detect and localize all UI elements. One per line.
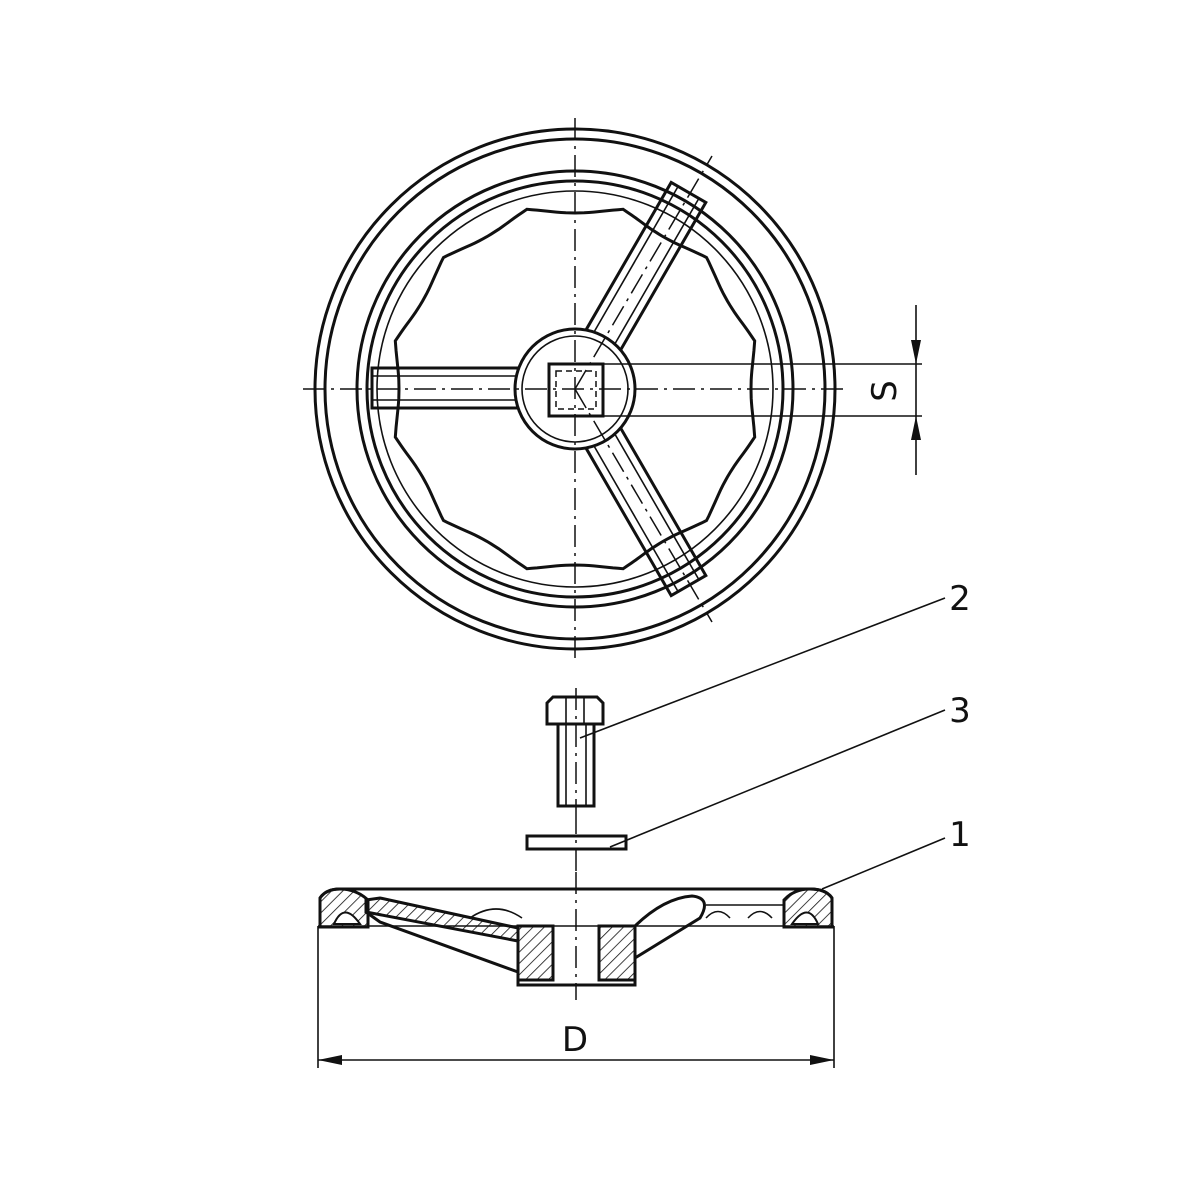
callout-2-number: 2: [949, 579, 971, 619]
callout-3: 3: [609, 691, 971, 848]
square-bore-hidden-edge: [555, 370, 597, 410]
callout-2: 2: [579, 579, 971, 739]
centerline-spoke-upper-right: [574, 155, 713, 390]
dimension-d: D: [317, 926, 835, 1068]
hub-section-right: [597, 924, 637, 982]
dimension-d-label: D: [562, 1020, 588, 1060]
side-section-view: D: [317, 872, 835, 1068]
inner-rim-inner-edge: [365, 179, 785, 599]
callout-1-number: 1: [949, 815, 971, 855]
spoke-upper-right: [584, 180, 708, 352]
dimension-s: S: [603, 305, 922, 475]
square-bore: [547, 362, 605, 418]
washer: [525, 812, 628, 872]
hub-section-left: [516, 924, 555, 982]
callout-1: 1: [821, 815, 971, 890]
callout-3-number: 3: [949, 691, 971, 731]
centerline-spoke-lower-right: [574, 388, 713, 623]
spoke-lower-right: [584, 426, 708, 598]
spoke-left: [370, 366, 520, 410]
spoke-section-left: [364, 896, 520, 943]
hex-bolt: [545, 688, 605, 812]
plan-view: S: [303, 118, 922, 660]
dimension-s-label: S: [865, 380, 905, 402]
